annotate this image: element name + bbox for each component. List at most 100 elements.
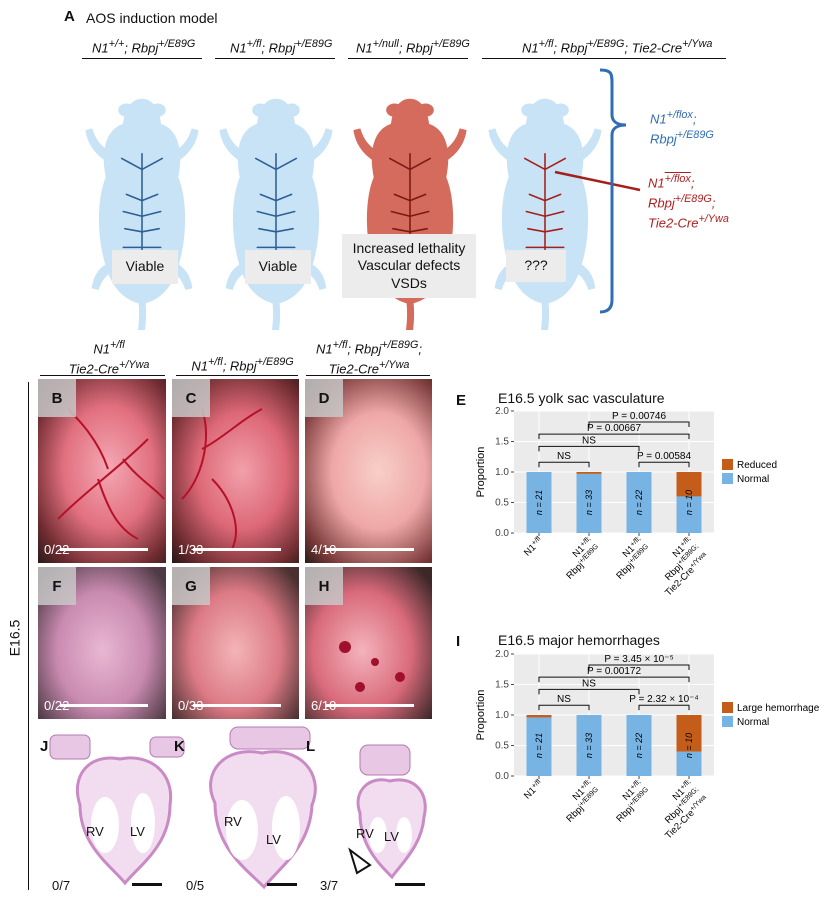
photo-count: 0/33 (178, 698, 204, 713)
y-tick-label: 0.0 (495, 528, 509, 539)
hdr-sup: +/Ywa (379, 359, 410, 372)
y-axis-label: Proportion (475, 447, 487, 498)
hdr-text: N1 (93, 341, 110, 357)
x-tick-line: N1+/fl (522, 778, 545, 801)
x-tick-label: N1+/fl;Rbpj+/E89G;Tie2-Cre+/Ywa (663, 535, 711, 598)
bar-segment (626, 715, 652, 776)
geno-rest: ; Rbpj (553, 40, 588, 56)
legend-text: N1 (648, 175, 665, 191)
geno-sup3: +/Ywa (682, 38, 713, 50)
bar-segment (676, 751, 702, 776)
outcome-box-3: Increased lethality Vascular defects VSD… (342, 234, 476, 298)
heart-label-rv-j: RV (86, 824, 104, 839)
n-label: n = 22 (634, 733, 644, 758)
legend-text: Rbpj (648, 195, 675, 211)
comparison-bracket (538, 445, 640, 452)
mouse-illustrations (0, 68, 641, 330)
genotype-header-1: N1+/+; Rbpj+/E89G (92, 38, 195, 55)
legend-red-line3: Tie2-Cre+/Ywa (648, 212, 729, 232)
photo-f: F 0/22 (38, 567, 166, 719)
n-label: n = 21 (534, 733, 544, 758)
heart-label-lv-l: LV (384, 829, 399, 844)
hdr-sup: +/fl (332, 339, 348, 351)
n-label: n = 22 (634, 490, 644, 515)
yolk-vessels-c (181, 408, 263, 550)
geno-sup2: +/E89G (432, 38, 470, 50)
y-tick-label: 1.5 (495, 680, 509, 691)
heart-label-lv-k: LV (266, 832, 281, 847)
hdr-sup: +/E89G (381, 339, 419, 351)
photo-count: 6/10 (311, 698, 337, 713)
legend-text: ; (711, 195, 716, 211)
header-rule-3 (348, 58, 468, 59)
x-tick-label: N1+/fl;Rbpj+/E89G (564, 778, 603, 824)
x-tick-label: N1+/fl;Rbpj+/E89G (614, 778, 653, 824)
comparison-label: NS (582, 435, 596, 446)
geno-sup: +/+ (108, 38, 125, 50)
y-tick-label: 2.0 (495, 649, 509, 660)
legend-swatch (722, 716, 733, 727)
legend-text: N1 (650, 111, 667, 127)
bar-segment (526, 472, 552, 533)
comparison-bracket (638, 704, 690, 711)
photo-count: 0/22 (44, 698, 70, 713)
legend-sup: +/Ywa (698, 212, 729, 225)
scale-bar (193, 548, 281, 551)
panel-tag-j: J (40, 738, 49, 755)
x-tick-sup: +/fl; (629, 535, 642, 548)
legend-label: Normal (737, 717, 769, 728)
y-tick-label: 0.5 (495, 741, 509, 752)
geno-rest: ; Rbpj (398, 40, 433, 56)
x-tick-sup: +/fl; (579, 778, 592, 791)
photo-b: B 0/22 (38, 379, 166, 563)
hdr-text: N1 (316, 341, 333, 357)
heart-label-rv-k: RV (224, 814, 242, 829)
legend-red: N1+/flox; Rbpj+/E89G; Tie2-Cre+/Ywa (648, 172, 729, 232)
panel-letter-e: E (456, 392, 467, 409)
legend-text: Tie2-Cre (648, 215, 699, 231)
photo-col3-header: N1+/fl; Rbpj+/E89G; Tie2-Cre+/Ywa (308, 338, 430, 378)
x-tick-sup: +/fl (531, 535, 543, 547)
x-tick-label: N1+/fl;Rbpj+/E89G;Tie2-Cre+/Ywa (663, 778, 711, 841)
comparison-label: NS (557, 694, 571, 705)
bar-segment (676, 472, 702, 497)
legend-label: Large hemorrhage (737, 703, 820, 714)
comparison-label: NS (582, 678, 596, 689)
geno-base: N1 (522, 40, 539, 56)
hdr-text: ; Rbpj (347, 341, 382, 357)
legend-text: ; (692, 111, 697, 127)
bar-segment (526, 715, 552, 718)
x-tick-label: N1+/fl (522, 535, 545, 558)
comparison-label: P = 3.45 × 10⁻⁵ (604, 654, 673, 665)
outcome-box-2: Viable (245, 250, 311, 284)
comparison-label: P = 0.00746 (612, 411, 666, 422)
x-tick-sup: +/fl (531, 778, 543, 790)
heart-sections (49, 726, 427, 890)
legend-label: Normal (737, 474, 769, 485)
col3-line1: N1+/fl; Rbpj+/E89G; (308, 338, 430, 358)
legend-swatch (722, 473, 733, 484)
genotype-header-3: N1+/null; Rbpj+/E89G (356, 38, 470, 55)
photo-c: C 1/33 (172, 379, 299, 563)
heart-label-rv-l: RV (356, 826, 374, 841)
scale-bar (326, 548, 414, 551)
geno-rest: ; Rbpj (124, 40, 159, 56)
header-rule-4 (482, 58, 726, 59)
hdr-sup: +/fl (207, 356, 223, 368)
geno-sup2: +/E89G (158, 38, 196, 50)
photo-h: H 6/10 (305, 567, 432, 719)
x-tick-label: N1+/fl;Rbpj+/E89G (614, 535, 653, 581)
photo-col2-header: N1+/fl; Rbpj+/E89G (180, 356, 305, 373)
comparison-label: NS (557, 451, 571, 462)
bar-segment (576, 473, 602, 533)
comparison-bracket (538, 461, 590, 468)
bar-segment (576, 472, 602, 474)
y-tick-label: 1.0 (495, 710, 509, 721)
heart-label-lv-j: LV (130, 824, 145, 839)
scale-bar (60, 704, 148, 707)
x-tick-label: N1+/fl;Rbpj+/E89G (564, 535, 603, 581)
y-tick-label: 1.0 (495, 467, 509, 478)
y-tick-label: 2.0 (495, 406, 509, 417)
legend-swatch (722, 702, 733, 713)
vertical-rule (28, 382, 29, 890)
